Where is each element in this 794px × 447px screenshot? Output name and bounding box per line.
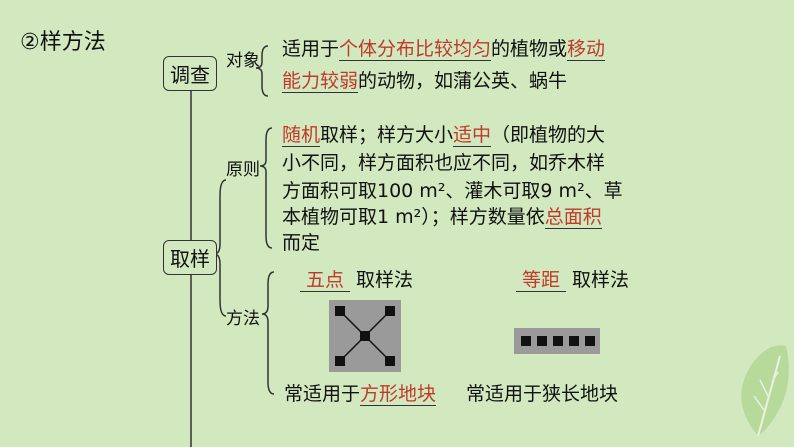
equidistant-diagram xyxy=(514,328,600,354)
sampling-box: 取样 xyxy=(163,240,217,275)
principle-line-1: 随机取样；样方大小适中（即植物的大 xyxy=(282,122,605,149)
five-point-usage: 常适用于方形地块 xyxy=(284,381,437,408)
usage-text: 常适用于 xyxy=(284,383,361,405)
survey-text: 的植物或 xyxy=(491,38,568,60)
equidistant-usage: 常适用于狭长地块 xyxy=(466,383,619,405)
method-equidistant: 等距取样法 xyxy=(516,267,629,294)
method-text: 取样法 xyxy=(356,269,414,291)
principle-line-3: 方面积可取100 m²、灌木可取9 m²、草 xyxy=(282,180,623,202)
answer-blank: 五点 xyxy=(300,269,351,292)
answer-blank: 方形地块 xyxy=(360,383,437,406)
principle-text: 本植物可取1 m²）；样方数量依 xyxy=(282,206,545,228)
answer-blank: 随机 xyxy=(282,124,321,147)
answer-blank: 能力较弱 xyxy=(282,70,359,93)
method-five-point: 五点取样法 xyxy=(300,267,413,294)
method-label: 方法 xyxy=(226,309,260,329)
survey-line-2: 能力较弱的动物，如蒲公英、蜗牛 xyxy=(282,68,567,95)
principle-line-4: 本植物可取1 m²）；样方数量依总面积 xyxy=(282,204,602,231)
method-text: 取样法 xyxy=(572,269,630,291)
page-title: ②样方法 xyxy=(20,30,106,55)
object-label: 对象 xyxy=(226,51,260,71)
answer-blank: 总面积 xyxy=(544,206,602,229)
answer-blank: 个体分布比较均匀 xyxy=(339,38,492,61)
survey-line-1: 适用于个体分布比较均匀的植物或移动 xyxy=(282,36,606,63)
answer-blank: 等距 xyxy=(516,269,567,292)
answer-blank: 适中 xyxy=(453,124,492,147)
survey-text: 的动物，如蒲公英、蜗牛 xyxy=(358,70,568,92)
five-point-diagram xyxy=(329,300,401,372)
survey-box: 调查 xyxy=(163,56,217,91)
survey-text: 适用于 xyxy=(282,38,340,60)
principle-text: 取样；样方大小 xyxy=(320,124,454,146)
principle-line-5: 而定 xyxy=(282,232,321,254)
principle-line-2: 小不同，样方面积也应不同，如乔木样 xyxy=(282,152,606,174)
principle-label: 原则 xyxy=(226,160,260,180)
principle-text: （即植物的大 xyxy=(491,124,606,146)
leaf-icon xyxy=(741,345,789,437)
answer-blank: 移动 xyxy=(567,38,606,61)
